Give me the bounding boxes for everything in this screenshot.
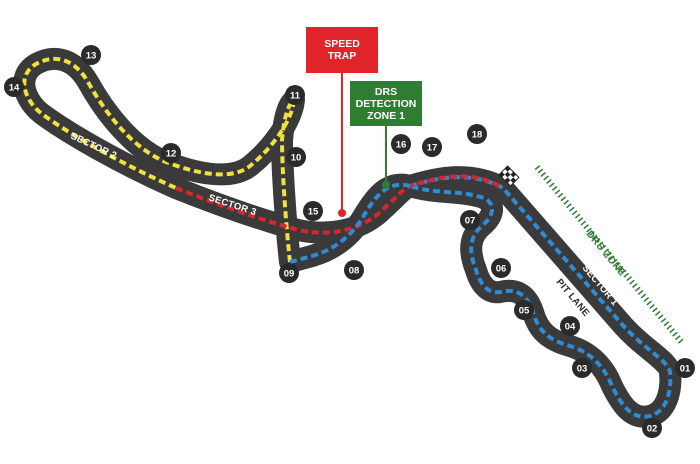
svg-text:08: 08 [349,266,360,277]
sector-3-line [175,174,505,235]
drs-detection-line-1: DRS [374,85,398,98]
turn-13-badge: 13 [81,45,101,65]
speed-trap-callout: SPEED TRAP [306,27,378,73]
turn-01-badge: 01 [675,358,695,378]
track-sector-1 [399,166,682,428]
turn-09-badge: 09 [279,263,299,283]
speed-trap-line-2: TRAP [327,50,357,62]
svg-text:07: 07 [465,216,476,227]
svg-text:03: 03 [577,364,588,375]
checkered-flag-icon [498,165,520,187]
turn-18-badge: 18 [467,124,487,144]
svg-text:02: 02 [647,424,658,435]
turn-08-badge: 08 [344,260,364,280]
turn-14-badge: 14 [4,77,24,97]
svg-text:11: 11 [290,91,301,102]
drs-detection-marker [382,181,390,189]
svg-text:10: 10 [291,153,302,164]
turn-10-badge: 10 [286,147,306,167]
speed-trap-line-1: SPEED [324,38,360,50]
sector-1-return-line [289,182,411,264]
turn-17-badge: 17 [422,137,442,157]
drs-detection-line-3: ZONE 1 [367,109,405,122]
turn-02-badge: 02 [642,418,662,438]
drs-detection-callout: DRS DETECTION ZONE 1 [350,81,422,126]
turn-11-badge: 11 [285,85,305,105]
svg-text:06: 06 [496,264,507,275]
svg-text:16: 16 [396,140,407,151]
svg-text:01: 01 [680,364,691,375]
svg-text:15: 15 [308,207,319,218]
turn-15-badge: 15 [303,201,323,221]
turn-04-badge: 04 [560,316,580,336]
turn-12-badge: 12 [161,143,181,163]
svg-text:04: 04 [565,322,576,333]
speed-trap-marker [338,209,346,217]
svg-text:17: 17 [427,143,438,154]
svg-text:14: 14 [9,83,20,94]
turn-16-badge: 16 [391,134,411,154]
svg-text:13: 13 [86,51,97,62]
turn-03-badge: 03 [572,358,592,378]
sector-1-line [409,175,673,419]
turn-06-badge: 06 [491,258,511,278]
sector-2-line [22,56,297,263]
turn-05-badge: 05 [514,300,534,320]
svg-text:09: 09 [284,269,295,280]
drs-detection-line-2: DETECTION [355,97,417,110]
svg-text:18: 18 [472,130,483,141]
turn-07-badge: 07 [460,210,480,230]
svg-text:12: 12 [166,149,177,160]
svg-text:05: 05 [519,306,530,317]
